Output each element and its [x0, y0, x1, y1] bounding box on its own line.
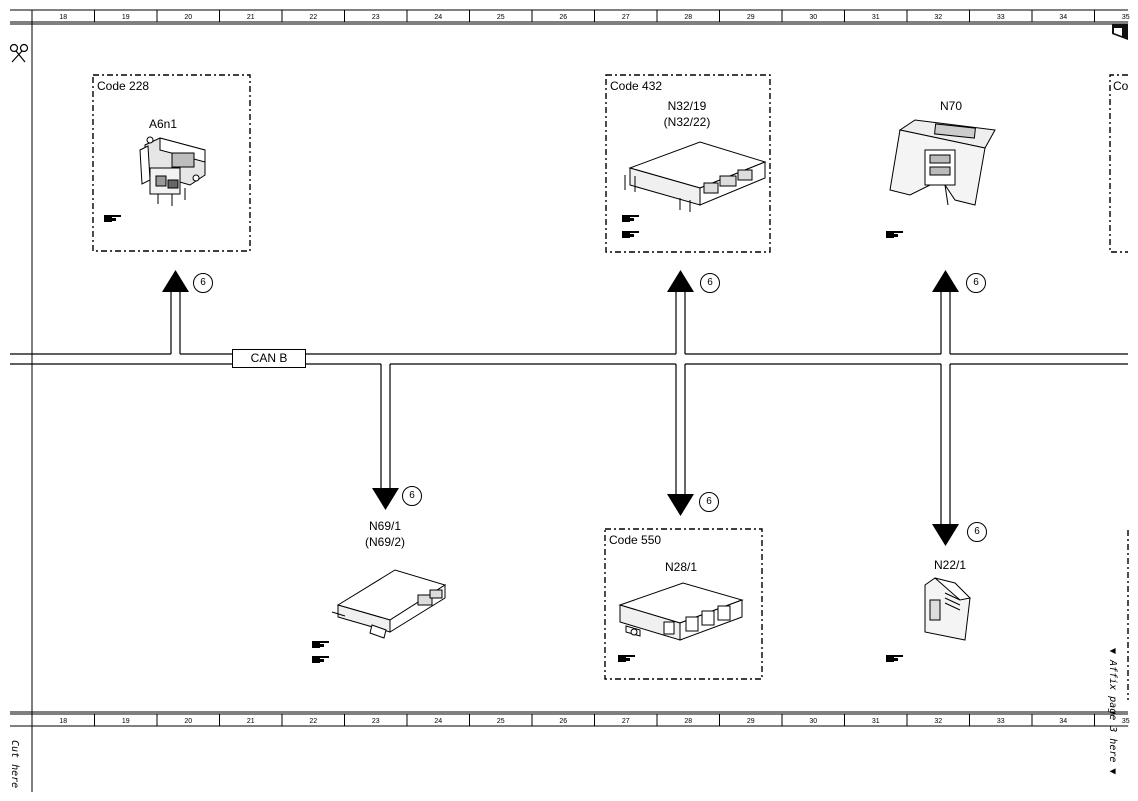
can-b-label: CAN B [232, 349, 306, 368]
badge-n28: 6 [699, 492, 719, 512]
badge-a6n1: 6 [193, 273, 213, 293]
ruler-number: 33 [997, 718, 1005, 725]
code-550-label: Code 550 [609, 533, 662, 547]
can-b-bus [10, 353, 1128, 365]
n32-component-drawing [624, 141, 767, 212]
ruler-number: 26 [559, 718, 567, 725]
arrow-up-a6n1 [162, 270, 189, 292]
arrow-up-n32 [667, 270, 694, 292]
ruler-number: 32 [934, 14, 942, 21]
ruler-number: 22 [309, 718, 317, 725]
scissors-icon [9, 43, 29, 63]
ruler-number: 26 [559, 14, 567, 21]
hand-pointer-icon [618, 655, 635, 662]
ruler-number: 20 [184, 718, 192, 725]
n32-sublabel: (N32/22) [663, 115, 711, 129]
ruler-number: 28 [684, 14, 692, 21]
ruler-number: 34 [1059, 718, 1067, 725]
badge-n32: 6 [700, 273, 720, 293]
a6n1-label: A6n1 [148, 117, 178, 131]
ruler-number: 19 [122, 718, 130, 725]
code-228-box [92, 74, 251, 252]
badge-n69: 6 [402, 486, 422, 506]
ruler-number: 27 [622, 718, 630, 725]
n28-label: N28/1 [664, 560, 698, 574]
ruler-number: 30 [809, 14, 817, 21]
ruler-number: 29 [747, 718, 755, 725]
ruler-number: 25 [497, 718, 505, 725]
n69-component-drawing [331, 569, 447, 639]
ruler-number: 31 [872, 14, 880, 21]
hand-pointer-icon [104, 215, 121, 222]
ruler-number: 32 [934, 718, 942, 725]
n70-component-drawing [889, 119, 996, 206]
ruler-number: 29 [747, 14, 755, 21]
badge-n70: 6 [966, 273, 986, 293]
ruler-number: 30 [809, 718, 817, 725]
n69-label: N69/1 [368, 519, 402, 533]
ruler-number: 21 [247, 14, 255, 21]
ruler-number: 18 [59, 718, 67, 725]
n32-label: N32/19 [667, 99, 707, 113]
cut-here-text: Cut here [9, 740, 20, 789]
n28-component-drawing [618, 582, 744, 641]
ruler-number: 19 [122, 14, 130, 21]
top-ruler: 18 19 20 21 22 23 24 25 26 27 28 29 30 31 32 33 34 35 [10, 9, 1130, 25]
hand-pointer-icon [622, 231, 639, 238]
bottom-ruler: 18 19 20 21 22 23 24 25 26 27 28 29 30 31 32 33 34 35 [10, 711, 1130, 727]
ruler-number: 35 [1122, 718, 1130, 725]
affix-page-text: ▼ Affix page 3 here ▼ [1107, 648, 1118, 775]
code-432-label: Code 432 [610, 79, 663, 93]
ruler-number: 24 [434, 718, 442, 725]
hand-pointer-icon [312, 656, 329, 663]
signal-arrows [162, 270, 959, 546]
ruler-number: 21 [247, 718, 255, 725]
ruler-number: 27 [622, 14, 630, 21]
ruler-number: 31 [872, 718, 880, 725]
n70-label: N70 [939, 99, 962, 113]
arrow-down-n22 [932, 524, 959, 546]
right-code-box [1109, 74, 1128, 253]
badge-n22: 6 [967, 522, 987, 542]
code-228-label: Code 228 [97, 79, 150, 93]
ruler-number: 20 [184, 14, 192, 21]
n69-sublabel: (N69/2) [364, 535, 405, 549]
ruler-number: 28 [684, 718, 692, 725]
arrow-up-n70 [932, 270, 959, 292]
code-432-box [605, 74, 771, 253]
ruler-number: 33 [997, 14, 1005, 21]
ruler-number: 24 [434, 14, 442, 21]
corner-tab-icon [1112, 24, 1128, 40]
hand-pointer-icon [886, 231, 903, 238]
ruler-number: 34 [1059, 14, 1067, 21]
arrow-down-n28 [667, 494, 694, 516]
right-code-label: Co [1113, 79, 1129, 93]
n22-label: N22/1 [933, 558, 967, 572]
ruler-number: 23 [372, 14, 380, 21]
ruler-number: 23 [372, 718, 380, 725]
hand-pointer-icon [312, 641, 329, 648]
ruler-number: 35 [1122, 14, 1130, 21]
n22-component-drawing [924, 577, 972, 641]
a6n1-component-drawing [139, 136, 206, 206]
hand-pointer-icon [622, 215, 639, 222]
hand-pointer-icon [886, 655, 903, 662]
arrow-down-n69 [372, 488, 399, 510]
ruler-number: 22 [309, 14, 317, 21]
ruler-number: 25 [497, 14, 505, 21]
ruler-number: 18 [59, 14, 67, 21]
